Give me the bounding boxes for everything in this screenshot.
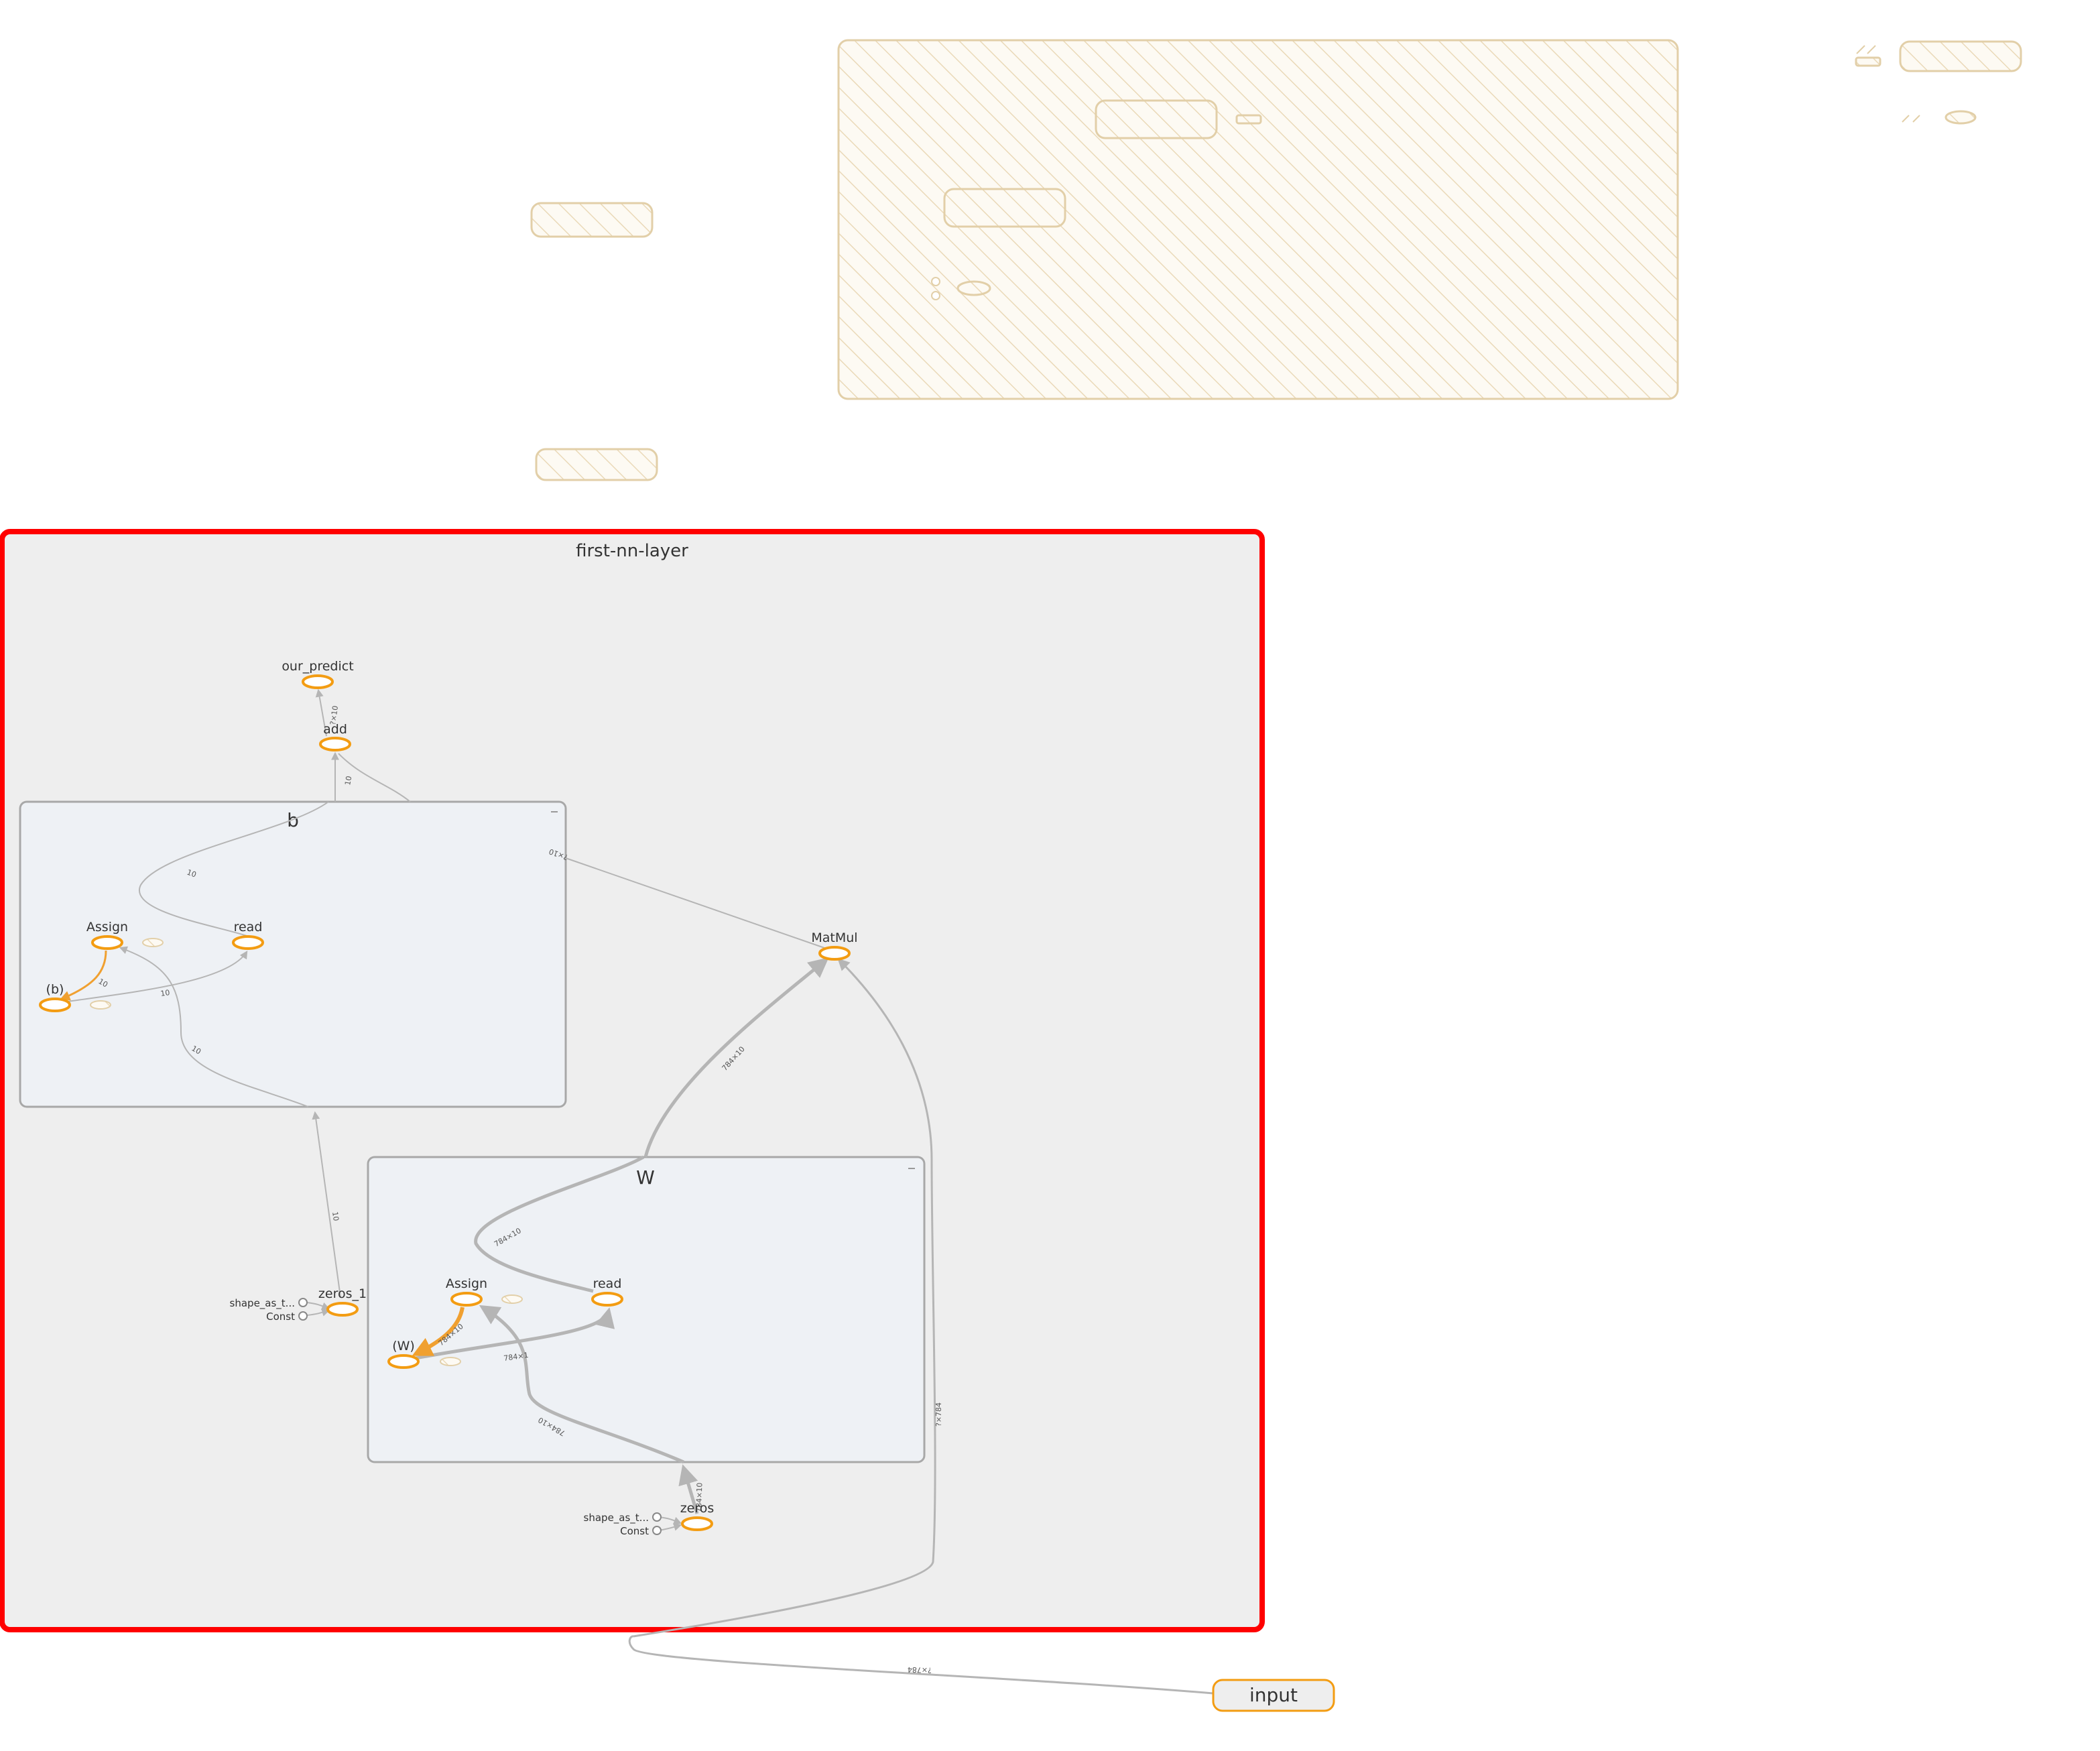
node-add-label: add	[323, 722, 347, 737]
edge-zeros1-b	[312, 1111, 341, 1298]
edge-label: 10	[330, 1211, 341, 1222]
edge-label: 784×10	[694, 1482, 704, 1512]
edge-label: 10	[160, 988, 171, 998]
edge-add-predict	[315, 688, 327, 737]
edge-label: ?×10	[328, 705, 340, 726]
edge-wvar-read	[415, 1307, 615, 1360]
faded-node[interactable]	[1095, 99, 1218, 139]
const-a[interactable]	[298, 1311, 308, 1321]
faded-node[interactable]	[1899, 40, 2022, 72]
w-assign-faded	[501, 1294, 523, 1304]
edge-assign-bvar	[60, 950, 107, 1001]
w-var-node[interactable]	[387, 1354, 420, 1369]
edge-input-matmul	[633, 958, 936, 1638]
faded-nodes	[530, 39, 2022, 481]
edge-label: 10	[186, 868, 198, 880]
edge-matmul-add-top	[338, 753, 411, 802]
edge-matmul-add	[565, 857, 825, 949]
const-b[interactable]	[652, 1526, 662, 1535]
const-shape-b-label: shape_as_t...	[584, 1512, 649, 1524]
edge-w-assign	[479, 1305, 684, 1464]
faded-node[interactable]	[1235, 114, 1262, 125]
edge-label: 10	[97, 977, 110, 989]
node-matmul-label: MatMul	[811, 930, 857, 945]
const-a-label: Const	[266, 1311, 295, 1323]
node-zeros-1[interactable]	[326, 1302, 359, 1317]
edge-bvar-read	[57, 950, 248, 1004]
edge-input-in	[628, 1635, 1214, 1695]
edge-label: 784×1	[503, 1351, 530, 1363]
b-assign-faded	[142, 938, 164, 947]
edge-w-matmul	[643, 957, 829, 1158]
edge-label: 10	[190, 1044, 203, 1056]
group-w[interactable]	[367, 1156, 926, 1463]
w-read-label: read	[593, 1276, 622, 1291]
scope-title: first-nn-layer	[576, 541, 688, 561]
group-w-title: W	[636, 1166, 655, 1189]
faded-node[interactable]	[943, 188, 1066, 228]
edge-label: ?×784	[908, 1665, 932, 1675]
faded-node[interactable]	[530, 202, 654, 238]
w-read-node[interactable]	[591, 1292, 623, 1307]
edge-label: 10	[343, 775, 353, 786]
node-our-predict[interactable]	[302, 674, 334, 689]
faded-scope-box[interactable]	[837, 39, 1679, 400]
edge-label: ?×784	[934, 1402, 943, 1427]
faded-const[interactable]	[931, 277, 940, 286]
edge-assign-wvar	[412, 1307, 465, 1356]
b-var-faded	[90, 1000, 111, 1010]
faded-node[interactable]	[535, 448, 658, 481]
op-nodes: our_predict add MatMul Assign read (b) z…	[39, 659, 858, 1537]
faded-const[interactable]	[931, 291, 940, 300]
node-our-predict-label: our_predict	[282, 659, 353, 674]
w-var-faded	[440, 1357, 461, 1366]
edges	[57, 688, 1214, 1695]
edge-zeros-w	[678, 1464, 699, 1514]
node-input[interactable]	[1212, 1679, 1335, 1712]
edge-w-read-out	[474, 1155, 645, 1293]
const-b-label: Const	[620, 1525, 649, 1537]
b-var-label: (b)	[46, 982, 64, 997]
group-b[interactable]	[19, 800, 567, 1108]
w-assign-node[interactable]	[450, 1292, 483, 1307]
edge-b-assign	[119, 946, 309, 1107]
const-shape-a-label: shape_as_t...	[230, 1297, 295, 1310]
node-zeros[interactable]	[681, 1516, 713, 1531]
faded-op[interactable]	[1944, 110, 1977, 125]
edge-read-out	[138, 801, 329, 937]
node-zeros-1-label: zeros_1	[318, 1286, 367, 1301]
b-var-node[interactable]	[39, 998, 71, 1012]
node-input-label: input	[1249, 1684, 1298, 1706]
node-add[interactable]	[319, 737, 351, 751]
node-matmul[interactable]	[818, 946, 851, 961]
b-read-node[interactable]	[232, 935, 264, 950]
faded-node[interactable]	[1855, 56, 1881, 67]
faded-op[interactable]	[956, 280, 991, 296]
b-assign-label: Assign	[86, 920, 128, 934]
const-shape-a[interactable]	[298, 1298, 308, 1307]
w-var-label: (W)	[392, 1339, 415, 1353]
node-zeros-label: zeros	[680, 1501, 715, 1516]
w-assign-label: Assign	[446, 1276, 487, 1291]
b-read-label: read	[234, 920, 263, 934]
b-assign-node[interactable]	[91, 935, 123, 950]
const-shape-b[interactable]	[652, 1512, 662, 1522]
